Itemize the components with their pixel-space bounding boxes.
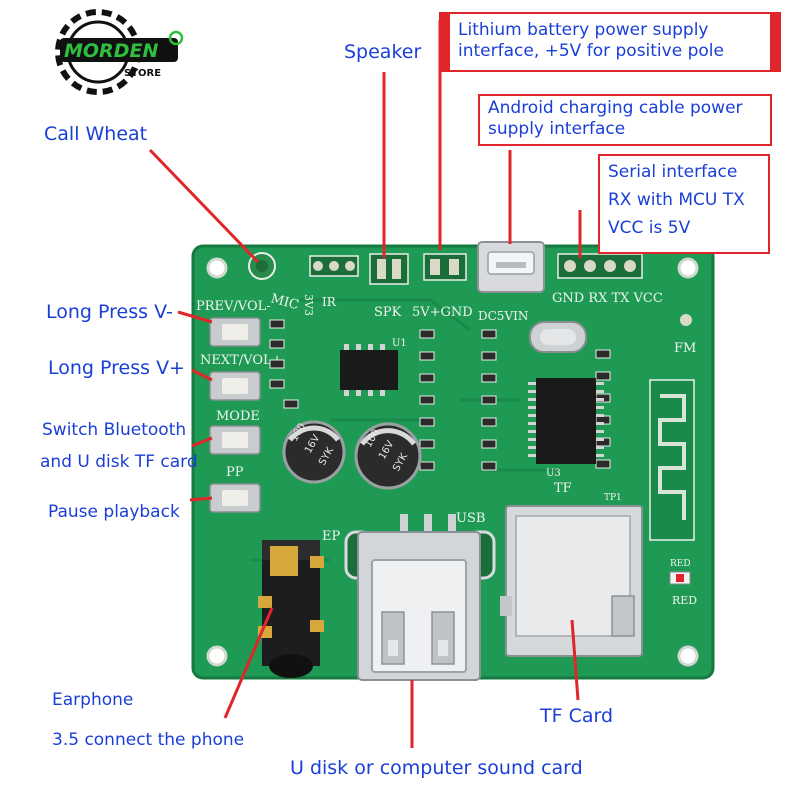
logo-sub-text: STORE — [124, 68, 161, 79]
label-3v3: 3V3 — [302, 294, 315, 316]
capacitor-1 — [282, 420, 346, 484]
morden-logo: MORDEN STORE — [55, 9, 184, 95]
lithium-line-1: Lithium battery power supply — [458, 20, 709, 40]
speaker-header — [369, 253, 409, 285]
android-line-1: Android charging cable power — [488, 98, 743, 118]
label-ir: IR — [322, 295, 337, 309]
android-line-2: supply interface — [488, 119, 626, 139]
usb-a-port — [344, 514, 496, 681]
label-u1: U1 — [392, 338, 407, 349]
label-prev-vol: PREV/VOL- — [196, 299, 271, 314]
serial-line-2: RX with MCU TX — [608, 190, 745, 210]
label-red-bottom: RED — [672, 594, 697, 607]
label-ep: EP — [322, 529, 340, 544]
label-usb: USB — [456, 511, 485, 526]
label-tp1: TP1 — [604, 493, 622, 503]
serial-header — [557, 253, 643, 279]
tf-card-slot — [500, 505, 643, 657]
button-pp — [209, 483, 261, 513]
callout-u-disk-sound-card: U disk or computer sound card — [290, 757, 583, 779]
earphone-jack — [258, 540, 324, 678]
callout-pause-playback: Pause playback — [48, 502, 180, 522]
bluetooth-antenna — [649, 379, 695, 541]
serial-line-3: VCC is 5V — [608, 218, 691, 238]
label-red-top: RED — [670, 559, 691, 569]
callout-u-disk-tf: and U disk TF card — [40, 452, 198, 472]
button-mode — [209, 425, 261, 455]
lithium-line-2: interface, +5V for positive pole — [458, 41, 724, 61]
label-pp: PP — [226, 465, 244, 480]
ic-u1 — [340, 344, 398, 396]
serial-line-1: Serial interface — [608, 162, 738, 182]
label-fm: FM — [674, 341, 696, 356]
label-5v-gnd: 5V+GND — [412, 305, 473, 320]
label-gnd-rx-tx-vcc: GND RX TX VCC — [552, 291, 663, 306]
box-serial-interface: Serial interface RX with MCU TX VCC is 5… — [598, 154, 770, 254]
callout-long-press-v-plus: Long Press V+ — [48, 357, 185, 379]
label-spk: SPK — [374, 305, 402, 320]
callout-tf-card: TF Card — [540, 705, 614, 727]
label-u3: U3 — [546, 468, 561, 479]
label-mode: MODE — [216, 409, 260, 424]
ic-u3 — [528, 378, 604, 464]
button-next — [209, 371, 261, 401]
box-android-charging: Android charging cable power supply inte… — [478, 94, 772, 146]
capacitor-2 — [354, 422, 422, 490]
box-accent-left — [439, 12, 448, 72]
label-tf: TF — [554, 481, 572, 496]
label-dc5vin: DC5VIN — [478, 309, 528, 323]
label-mic: MIC — [269, 291, 300, 313]
callout-call-wheat: Call Wheat — [44, 123, 148, 145]
callout-speaker: Speaker — [344, 41, 422, 63]
callout-long-press-v-minus: Long Press V- — [46, 301, 173, 323]
crystal — [529, 321, 587, 353]
ir-header — [309, 255, 359, 277]
callout-earphone-phone: 3.5 connect the phone — [52, 730, 245, 750]
logo-main-text: MORDEN — [64, 40, 158, 62]
callout-switch-bluetooth: Switch Bluetooth — [42, 420, 187, 440]
box-lithium-battery: Lithium battery power supply interface, … — [439, 12, 781, 72]
callout-earphone: Earphone — [52, 690, 134, 710]
label-next-vol: NEXT/VOL+ — [200, 353, 283, 368]
red-led — [669, 571, 691, 585]
box-accent-right — [772, 12, 781, 72]
micro-usb-port — [477, 241, 545, 293]
battery-header — [423, 253, 467, 281]
button-prev — [209, 317, 261, 347]
